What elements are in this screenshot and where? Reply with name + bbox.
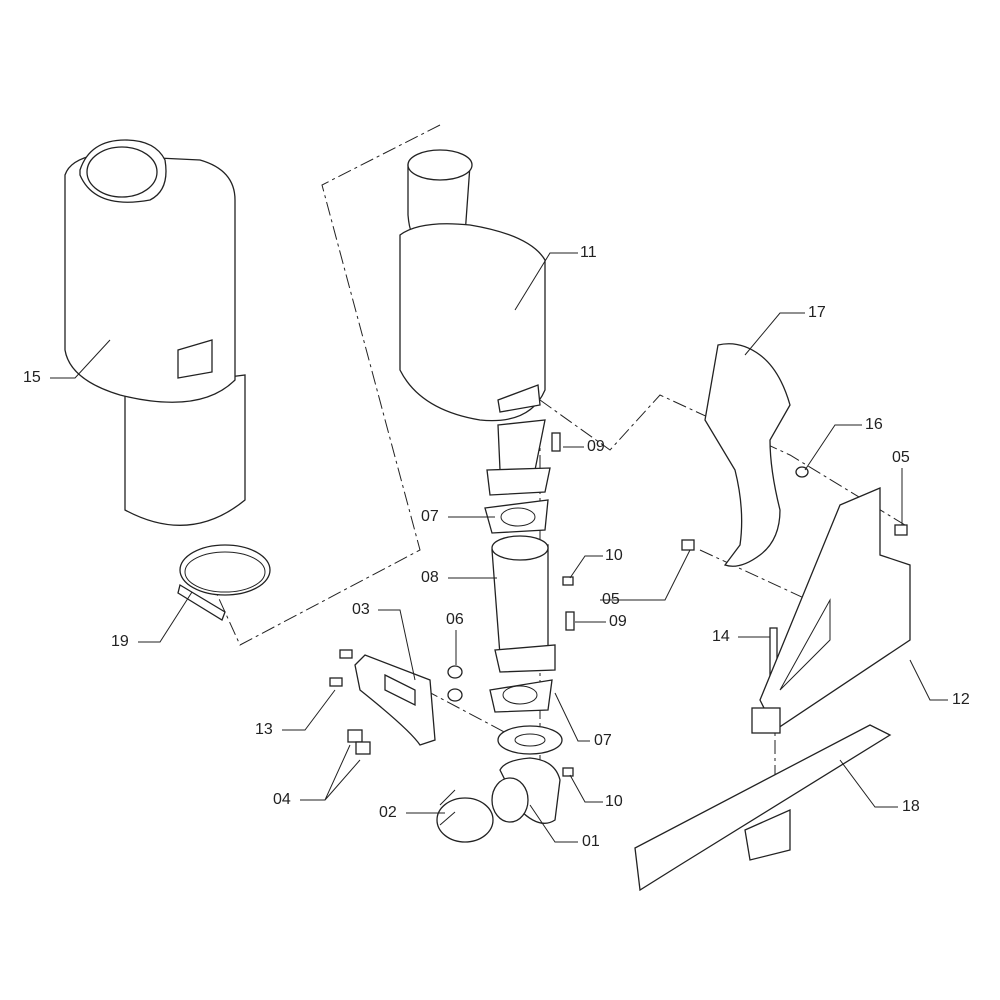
callout-18: 18 [902,798,920,815]
assembly-line-plate [424,689,511,736]
callout-01: 01 [582,833,600,850]
leader-lines [50,252,948,843]
callout-15: 15 [23,369,41,386]
callout-13: 13 [255,721,273,738]
part-flanges-gaskets [484,467,563,755]
callout-06: 06 [446,611,464,628]
callout-17: 17 [808,304,826,321]
callout-03: 03 [352,601,370,618]
callout-19: 19 [111,633,129,650]
callout-08: 08 [421,569,439,586]
part-18-guard [634,724,892,892]
callout-09-lower: 09 [609,613,627,630]
assembly-line-muffler [214,124,441,646]
callout-14: 14 [712,628,730,645]
part-12-bracket [751,487,911,734]
callout-04: 04 [273,791,291,808]
callout-10-lower: 10 [605,793,623,810]
part-bolts [329,432,908,777]
callout-09: 09 [587,438,605,455]
callout-05-lower: 05 [602,591,620,608]
part-02-clamp [436,789,494,843]
part-03-plate [354,654,463,746]
part-01-elbow [491,757,561,824]
callout-10: 10 [605,547,623,564]
assembly-line-bracket [539,394,906,526]
part-15-muffler [64,139,246,526]
part-11-muffler [399,149,546,471]
callout-16: 16 [865,416,883,433]
callout-07-lower: 07 [594,732,612,749]
callout-12: 12 [952,691,970,708]
callout-05: 05 [892,449,910,466]
callout-02: 02 [379,804,397,821]
part-17-shield [704,343,791,567]
part-19-clamp [177,544,271,621]
callout-07: 07 [421,508,439,525]
callout-11: 11 [580,244,597,261]
